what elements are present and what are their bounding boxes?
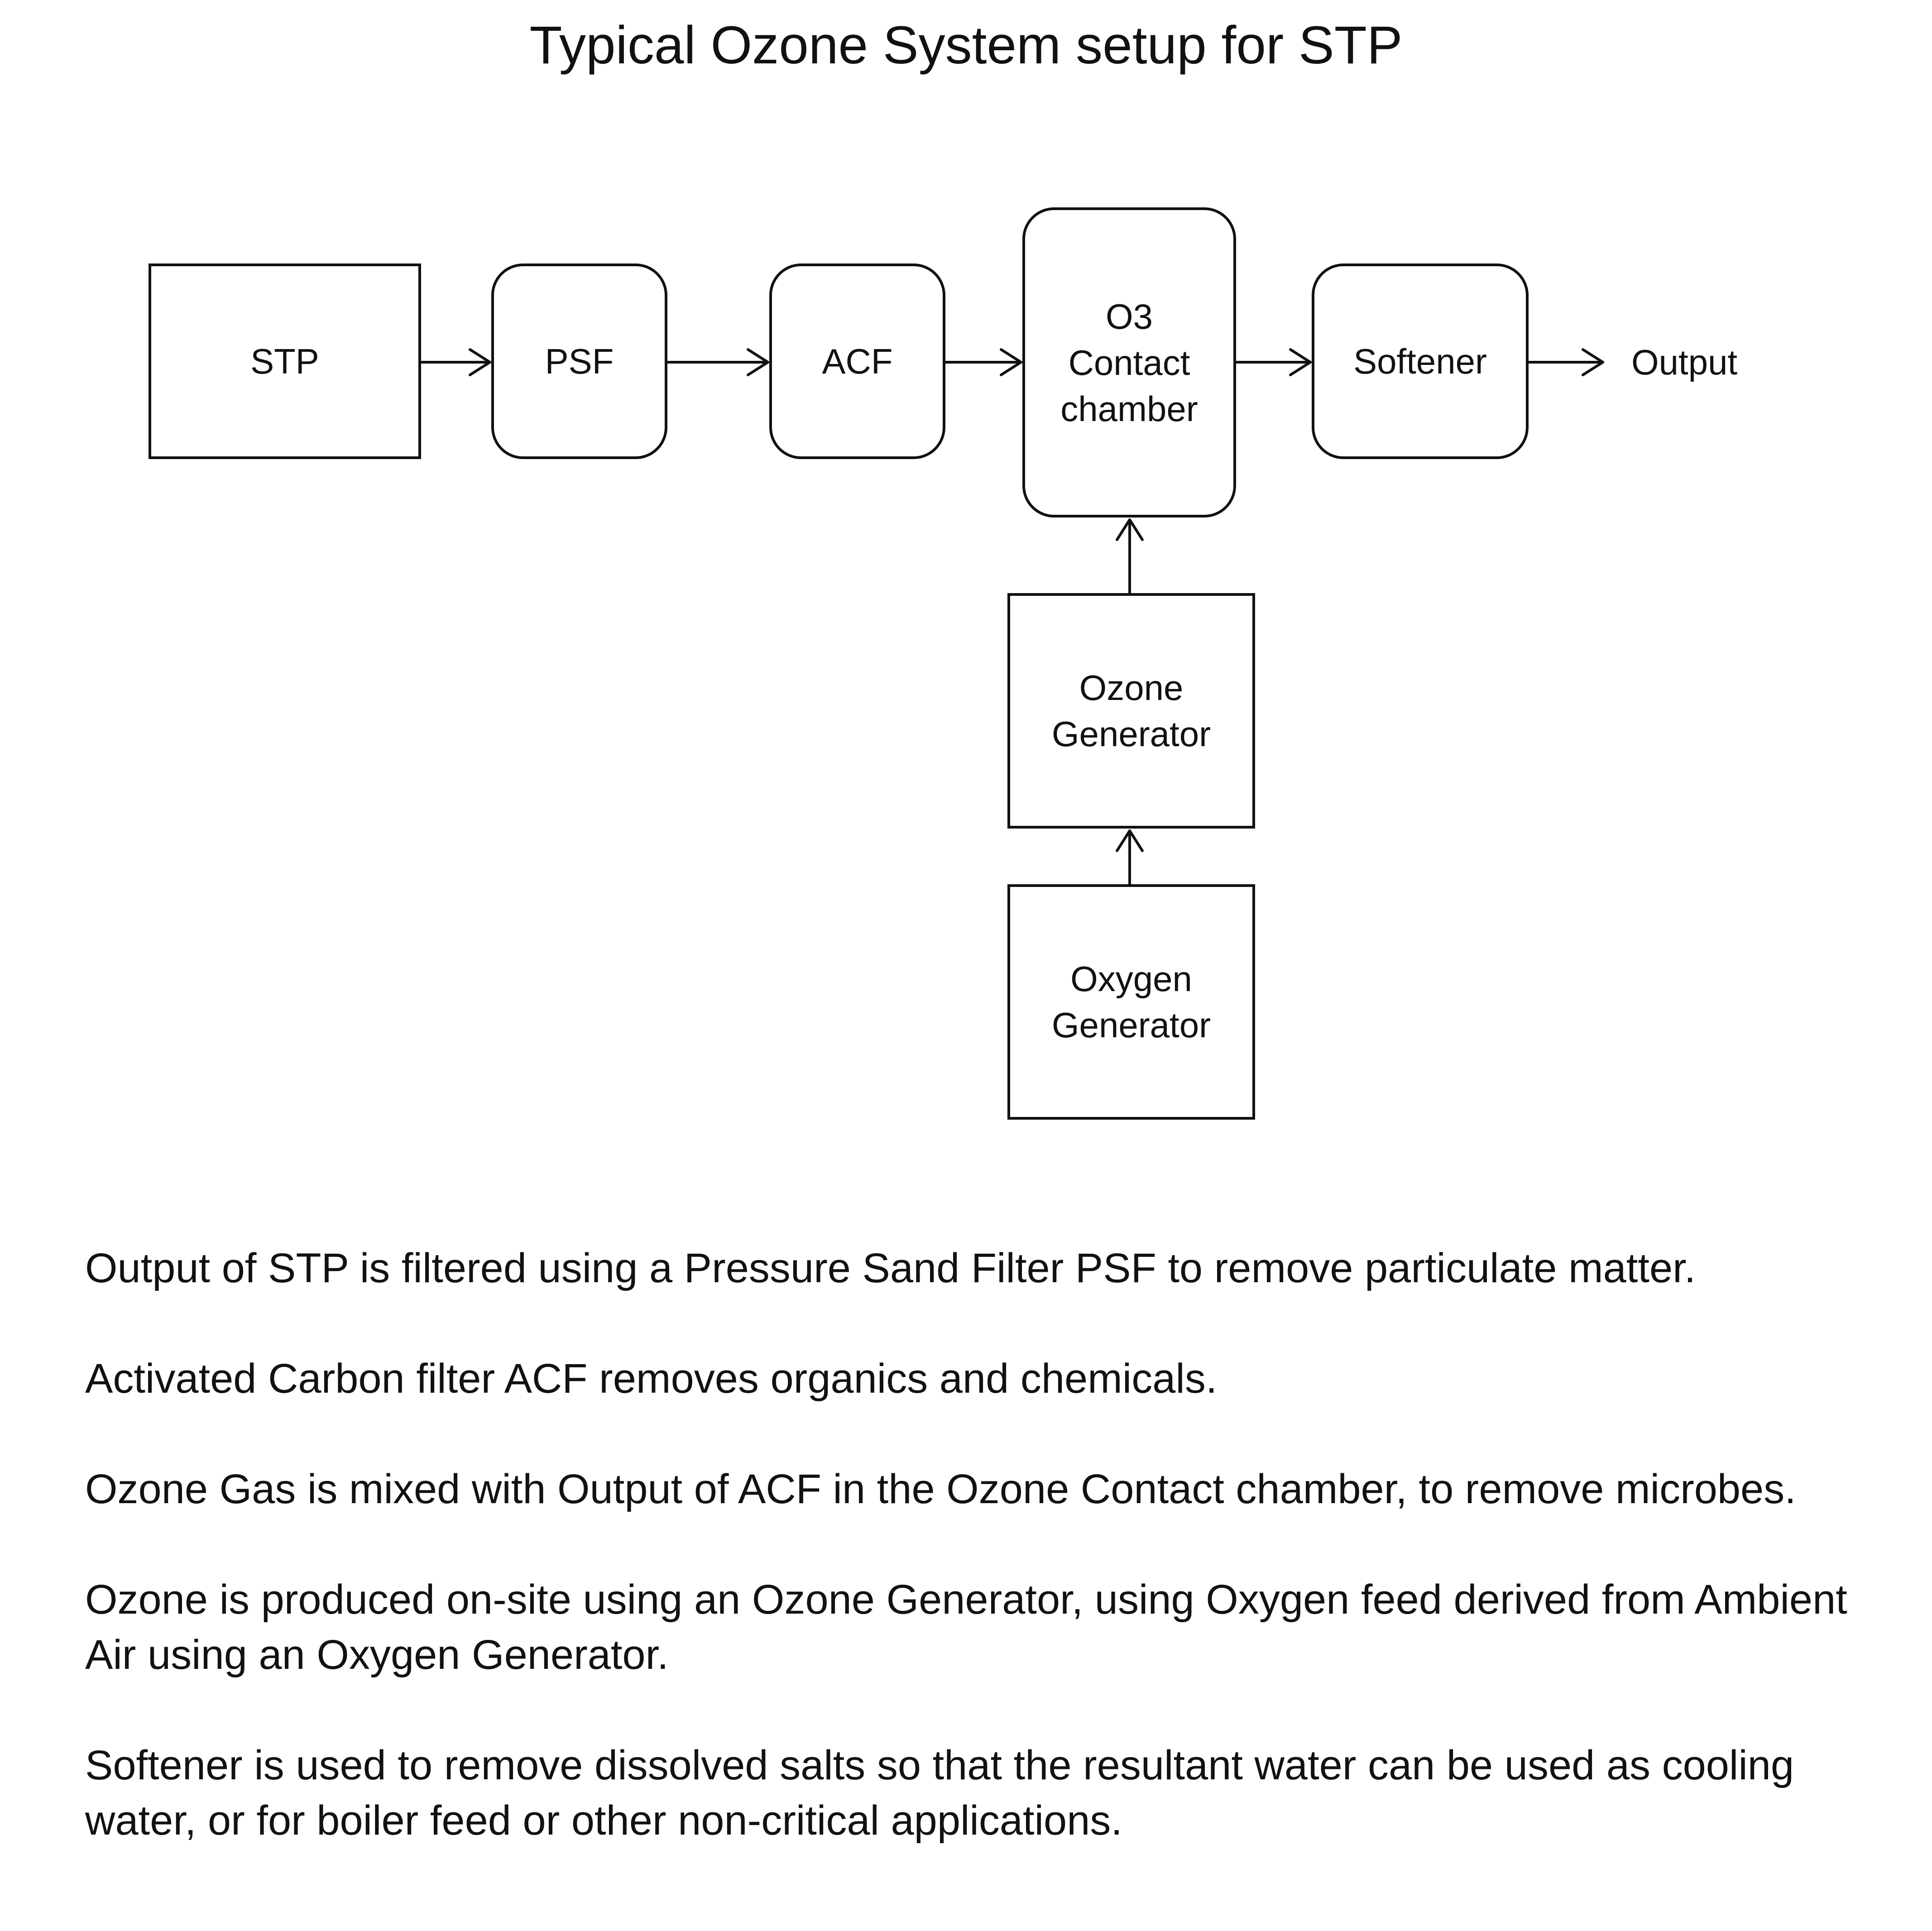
node-acf-label: ACF	[822, 341, 893, 381]
note-paragraph: Output of STP is filtered using a Pressu…	[85, 1245, 1696, 1291]
node-contact-chamber-line-2: Contact	[1068, 342, 1190, 383]
node-contact-chamber-line-1: O3	[1105, 296, 1153, 336]
node-contact-chamber-line-3: chamber	[1060, 388, 1198, 429]
page-title: Typical Ozone System setup for STP	[529, 15, 1403, 75]
note-paragraph: Activated Carbon filter ACF removes orga…	[85, 1356, 1218, 1402]
node-ozone-generator: Ozone Generator	[1007, 593, 1255, 829]
flow-diagram: STP PSF ACF O3 Contact chamber Softener …	[149, 207, 1738, 1120]
connectors	[420, 348, 1604, 886]
node-oxygen-generator-line-2: Generator	[1051, 1005, 1211, 1045]
node-oxygen-generator: Oxygen Generator	[1007, 884, 1255, 1120]
note-paragraph: Ozone Gas is mixed with Output of ACF in…	[85, 1466, 1796, 1512]
node-oxygen-generator-line-1: Oxygen	[1070, 959, 1192, 999]
node-ozone-generator-line-2: Generator	[1051, 714, 1211, 754]
edge-contact-softener-arrowhead	[1289, 348, 1312, 376]
edge-softener-output-arrowhead	[1582, 348, 1604, 376]
node-psf-label: PSF	[545, 341, 614, 381]
node-stp-label: STP	[250, 341, 319, 381]
node-psf: PSF	[491, 264, 667, 459]
node-acf: ACF	[769, 264, 945, 459]
node-stp: STP	[149, 264, 421, 459]
edge-ozone-contact-arrowhead	[1116, 518, 1144, 541]
notes: Output of STP is filtered using a Pressu…	[85, 1241, 1878, 1903]
output-label: Output	[1631, 342, 1738, 382]
node-softener: Softener	[1312, 264, 1529, 459]
edge-acf-contact-arrowhead	[1000, 348, 1022, 376]
note-paragraph: Softener is used to remove dissolved sal…	[85, 1742, 1794, 1844]
node-softener-label: Softener	[1353, 341, 1487, 381]
node-ozone-generator-line-1: Ozone	[1079, 668, 1184, 708]
note-paragraph: Ozone is produced on-site using an Ozone…	[85, 1576, 1847, 1678]
edge-psf-acf-arrowhead	[747, 348, 769, 376]
edge-oxygen-ozone-arrowhead	[1116, 829, 1144, 852]
node-contact-chamber: O3 Contact chamber	[1022, 207, 1236, 517]
edge-stp-psf-arrowhead	[469, 348, 491, 376]
